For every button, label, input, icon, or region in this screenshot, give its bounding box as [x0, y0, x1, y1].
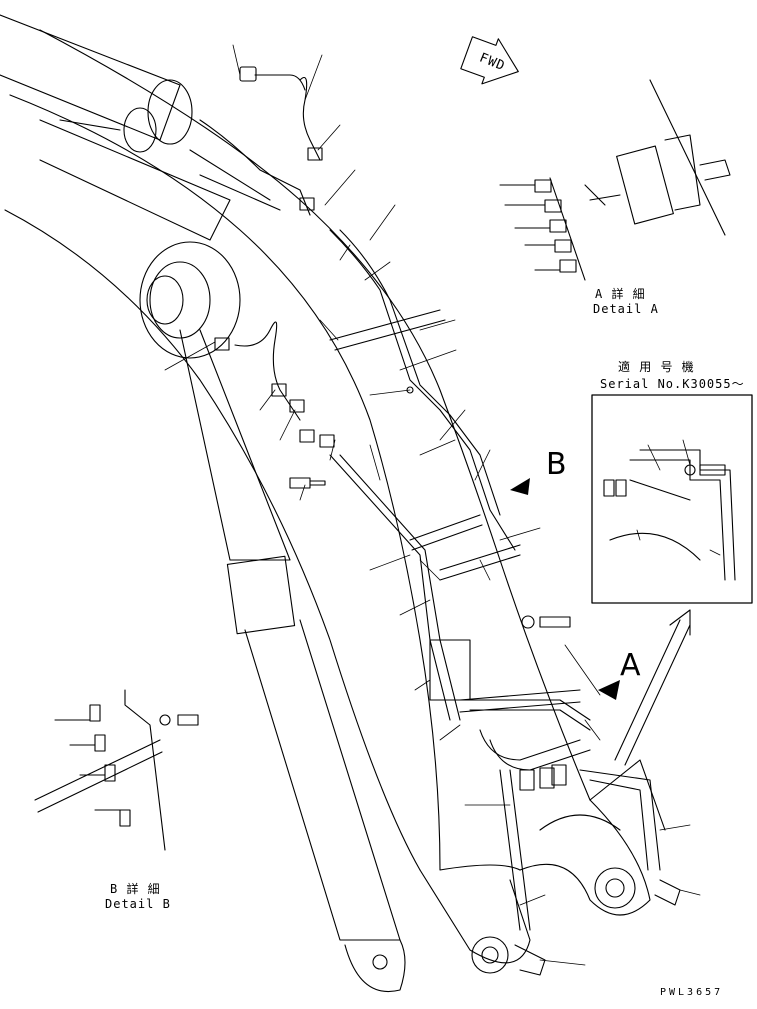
detail-a-title: A 詳 細: [595, 287, 646, 301]
detail-b-drawing: [34, 689, 199, 851]
fittings: [214, 66, 681, 976]
detail-b-title: B 詳 細: [110, 882, 161, 896]
detail-a-drawing: [499, 79, 731, 281]
marker-b-label: B: [546, 447, 567, 482]
detail-a-subtitle: Detail A: [593, 302, 659, 316]
hose-pipes: [234, 74, 661, 931]
serial-inset: [591, 394, 753, 604]
marker-a-label: A: [620, 648, 641, 683]
arm-cylinder: [0, 14, 311, 241]
leader-lines: [164, 44, 721, 966]
fwd-arrow-icon: [460, 36, 519, 85]
drawing-code: PWL3657: [660, 987, 724, 998]
serial-title: 適 用 号 機: [618, 360, 695, 374]
boom-outline: [4, 29, 666, 974]
serial-number: Serial No.K30055～: [600, 377, 745, 391]
detail-b-subtitle: Detail B: [105, 897, 171, 911]
direction-arrow-icon: [614, 609, 691, 766]
boom-cylinder: [139, 241, 406, 992]
view-markers: [510, 478, 620, 700]
